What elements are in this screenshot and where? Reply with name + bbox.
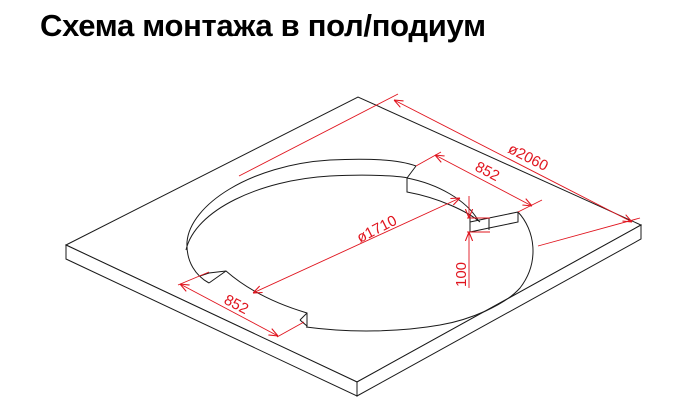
page-title: Схема монтажа в пол/подиум (40, 8, 486, 43)
dimension-depth: 100 (453, 196, 490, 288)
depth-label: 100 (453, 262, 470, 287)
